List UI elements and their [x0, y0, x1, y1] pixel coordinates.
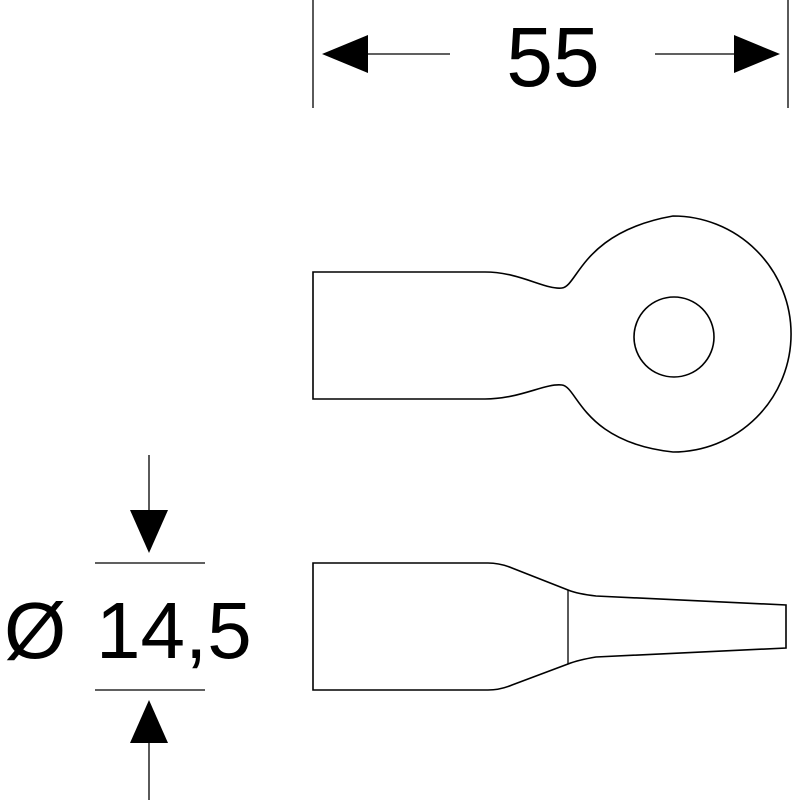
down-arrow-icon: [130, 510, 168, 553]
bolt-hole: [633, 296, 715, 378]
left-arrow-icon: [322, 35, 368, 73]
width-dimension: 55: [312, 0, 789, 108]
width-dimension-label: 55: [506, 10, 599, 104]
right-arrow-icon: [734, 35, 780, 73]
lug-top-outline: [312, 215, 792, 453]
lug-top-view: [312, 215, 792, 453]
diameter-value-label: 14,5: [96, 586, 252, 675]
lug-side-view: [312, 562, 787, 691]
diameter-symbol: Ø: [4, 586, 66, 675]
up-arrow-icon: [130, 700, 168, 743]
diameter-dimension: Ø 14,5: [4, 455, 252, 800]
lug-side-outline: [312, 562, 787, 691]
